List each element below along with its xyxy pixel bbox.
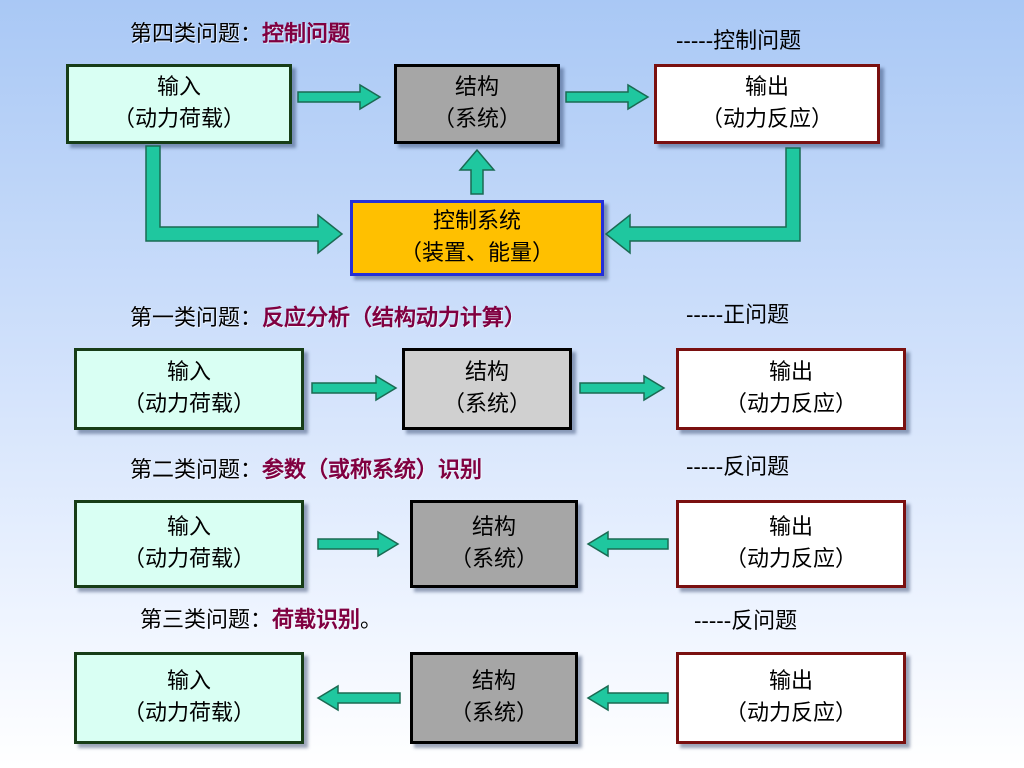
section2-heading-prefix: 第二类问题： [130, 458, 263, 483]
section4-system-line1: 结构 [454, 75, 499, 100]
section3-tag: -----反问题 [694, 609, 798, 634]
section2-input-box: 输入 （动力荷载） [74, 500, 304, 588]
section1-output-box: 输出 （动力反应） [676, 348, 906, 430]
section3-heading-accent: 荷载识别 [272, 607, 361, 633]
s1-arrow-system-to-output [579, 374, 666, 402]
section4-output-line1: 输出 [744, 75, 789, 100]
s4-arrow-input-to-system [297, 83, 382, 111]
section2-system-line2: （系统） [449, 547, 538, 572]
section2-output-line1: 输出 [768, 515, 813, 540]
section1-output-line1: 输出 [768, 360, 813, 385]
s4-arrow-system-to-output [565, 83, 650, 111]
section3-input-box: 输入 （动力荷载） [74, 652, 304, 744]
section1-heading-prefix: 第一类问题： [130, 306, 263, 331]
section2-tag: -----反问题 [686, 455, 790, 480]
section2-output-box: 输出 （动力反应） [676, 500, 906, 588]
section1-system-line2: （系统） [442, 392, 531, 417]
section1-input-box: 输入 （动力荷载） [74, 348, 304, 430]
s3-arrow-system-to-input [316, 684, 401, 712]
section3-input-line1: 输入 [166, 669, 211, 694]
section4-control-line1: 控制系统 [432, 209, 521, 234]
s4-arrow-control-to-system [458, 148, 496, 195]
section2-input-line2: （动力荷载） [122, 547, 255, 572]
section2-system-box: 结构 （系统） [410, 500, 578, 588]
section2-heading-accent: 参数（或称系统）识别 [262, 457, 483, 483]
section3-system-line2: （系统） [449, 701, 538, 726]
section3-output-line2: （动力反应） [724, 701, 857, 726]
section3-heading-suffix: 。 [360, 608, 383, 633]
section1-tag: -----正问题 [686, 303, 790, 328]
section4-output-line2: （动力反应） [700, 107, 833, 132]
section4-control-line2: （装置、能量） [399, 241, 554, 266]
section4-heading-prefix: 第四类问题： [130, 22, 263, 47]
section3-system-line1: 结构 [471, 669, 516, 694]
s2-arrow-output-to-system [586, 530, 669, 558]
s1-arrow-input-to-system [311, 374, 398, 402]
section1-heading-accent: 反应分析（结构动力计算） [262, 305, 527, 331]
section1-output-line2: （动力反应） [724, 392, 857, 417]
section4-input-box: 输入 （动力荷载） [66, 64, 292, 144]
s4-arrow-input-to-control [145, 145, 344, 255]
section3-input-line2: （动力荷载） [122, 701, 255, 726]
section1-system-line1: 结构 [464, 360, 509, 385]
s4-arrow-output-to-control [604, 147, 801, 255]
section3-heading: 第三类问题：荷载识别。 [140, 606, 382, 635]
section1-system-box: 结构 （系统） [402, 348, 572, 430]
section4-system-box: 结构 （系统） [394, 64, 560, 144]
section3-system-box: 结构 （系统） [410, 652, 578, 744]
section1-heading: 第一类问题：反应分析（结构动力计算） [130, 304, 526, 333]
section2-output-line2: （动力反应） [724, 547, 857, 572]
section3-output-box: 输出 （动力反应） [676, 652, 906, 744]
s2-arrow-input-to-system [317, 530, 400, 558]
section4-system-line2: （系统） [432, 107, 521, 132]
section4-input-line2: （动力荷载） [112, 107, 245, 132]
s3-arrow-output-to-system [586, 684, 669, 712]
section4-heading: 第四类问题：控制问题 [130, 20, 350, 49]
section4-control-box: 控制系统 （装置、能量） [350, 200, 604, 276]
section4-output-box: 输出 （动力反应） [654, 64, 880, 144]
section4-input-line1: 输入 [156, 75, 201, 100]
section1-input-line2: （动力荷载） [122, 392, 255, 417]
section4-tag: -----控制问题 [676, 29, 802, 54]
section2-heading: 第二类问题：参数（或称系统）识别 [130, 456, 482, 485]
section1-input-line1: 输入 [166, 360, 211, 385]
section3-heading-prefix: 第三类问题： [140, 608, 273, 633]
section4-heading-accent: 控制问题 [262, 21, 351, 47]
section2-input-line1: 输入 [166, 515, 211, 540]
section2-system-line1: 结构 [471, 515, 516, 540]
section3-output-line1: 输出 [768, 669, 813, 694]
